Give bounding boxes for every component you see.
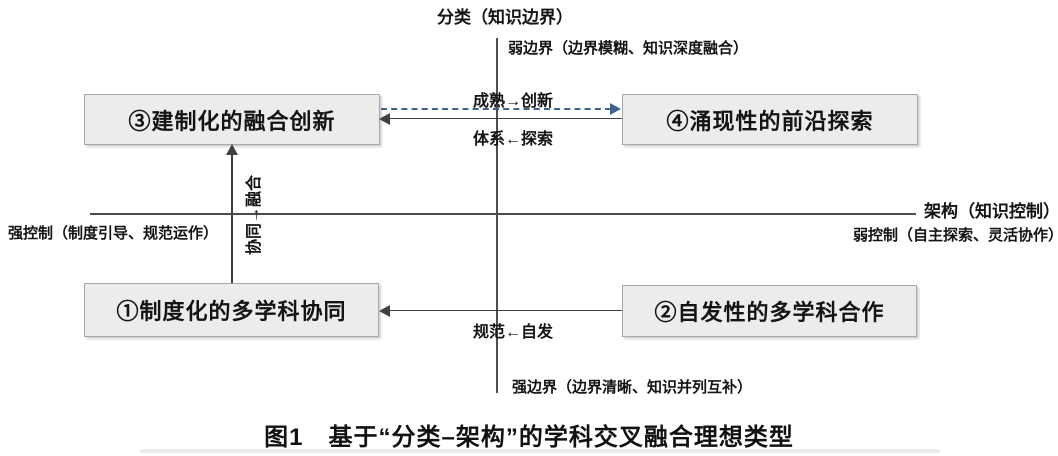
left-arrowhead-icon <box>379 305 390 317</box>
left-arrowhead-icon <box>379 113 390 125</box>
quadrant-box-institutionalized-fusion-innovation: ③建制化的融合创新 <box>84 94 380 145</box>
quadrant-box-label: ④涌现性的前沿探索 <box>666 108 874 134</box>
right-arrowhead-icon <box>610 103 621 115</box>
quadrant-box-label: ①制度化的多学科协同 <box>116 299 347 324</box>
transition-label-coordination-to-fusion: 协同→融合 <box>246 175 263 256</box>
vertical-axis-line <box>496 38 498 393</box>
transition-label-maturity-to-innovation: 成熟→创新 <box>472 93 553 110</box>
horizontal-axis-right-label: 弱控制（自主探索、灵活协作） <box>853 228 1058 244</box>
quadrant-box-institutionalized-multidisciplinary-coordination: ①制度化的多学科协同 <box>84 283 379 337</box>
transition-label-system-from-exploration: 体系←探索 <box>472 131 553 148</box>
figure-caption: 图1 基于“分类–架构”的学科交叉融合理想类型 <box>264 424 794 451</box>
vertical-axis-bottom-label: 强边界（边界清晰、知识并列互补） <box>512 380 753 396</box>
dashed-arrow-line-right <box>381 108 611 110</box>
vertical-axis-title: 分类（知识边界） <box>437 8 573 27</box>
solid-arrow-line-left-bottom <box>389 310 622 311</box>
vertical-arrow-line-up <box>231 153 233 283</box>
horizontal-axis-line <box>90 213 916 215</box>
up-arrowhead-icon <box>226 144 238 155</box>
scan-artifact-line <box>140 449 940 453</box>
horizontal-axis-title: 架构（知识控制） <box>924 202 1058 221</box>
horizontal-axis-left-label: 强控制（制度引导、规范运作） <box>8 226 219 242</box>
vertical-axis-top-label: 弱边界（边界模糊、知识深度融合） <box>508 41 749 57</box>
quadrant-box-spontaneous-multidisciplinary-cooperation: ②自发性的多学科合作 <box>622 285 917 337</box>
quadrant-box-label: ③建制化的融合创新 <box>128 108 336 134</box>
transition-label-norm-from-spontaneity: 规范←自发 <box>472 324 553 341</box>
quadrant-box-label: ②自发性的多学科合作 <box>654 300 885 325</box>
solid-arrow-line-left-top <box>389 118 622 119</box>
quadrant-box-emergent-frontier-exploration: ④涌现性的前沿探索 <box>622 94 918 145</box>
